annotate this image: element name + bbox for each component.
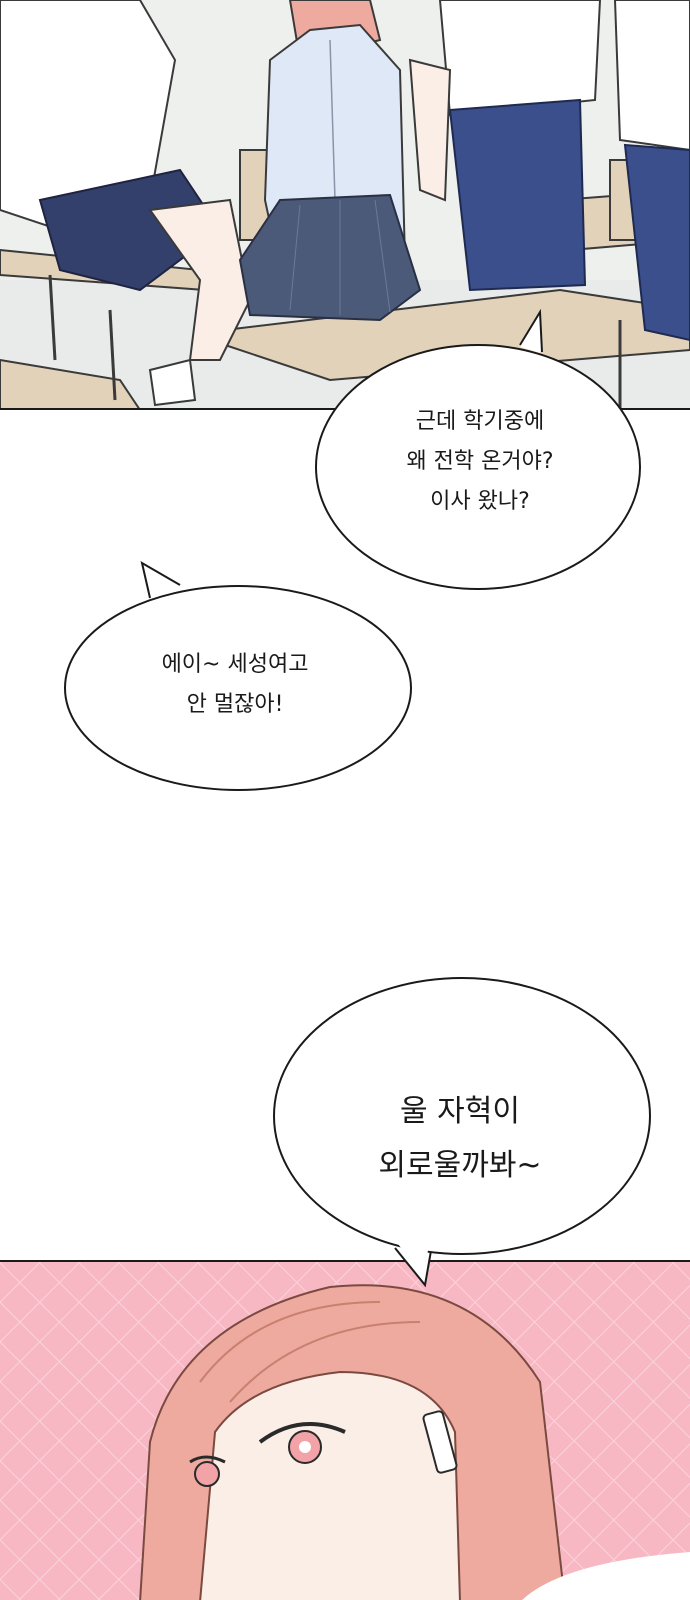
bottom-panel-closeup: [0, 1260, 690, 1600]
speech-bubble-2-text: 에이~ 세성여고 안 멀잖아!: [161, 652, 309, 717]
top-panel-classroom: [0, 0, 690, 410]
girl-closeup-illustration: [0, 1262, 690, 1600]
speech-bubble-1-text: 근데 학기중에 왜 전학 온거야? 이사 왔나?: [406, 409, 554, 514]
classroom-illustration: [0, 0, 690, 408]
speech-bubble-3-text: 울 자혁이 외로울까봐~: [378, 1094, 542, 1183]
